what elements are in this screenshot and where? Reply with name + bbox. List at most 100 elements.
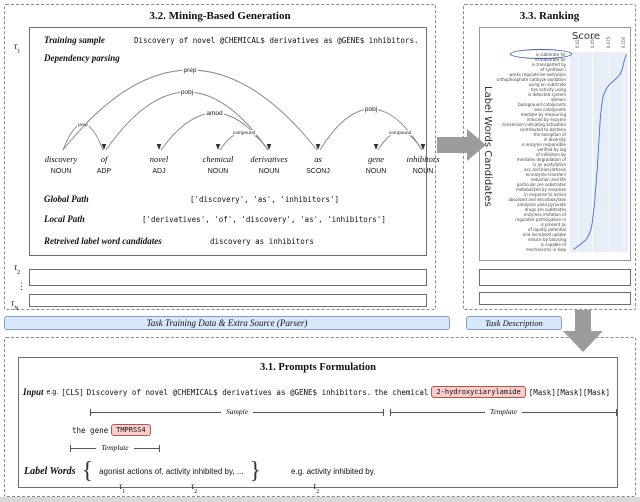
dependency-pos-tag: ADJ — [152, 168, 166, 175]
label-word-candidate: enzymes imitation of — [523, 212, 566, 217]
tau-1-under-set: τ1 — [119, 481, 126, 496]
label-word-candidate: using an substrate — [528, 82, 566, 87]
tau-2-under-set: τ2 — [191, 481, 198, 496]
dependency-arc-label: pobj — [365, 106, 377, 113]
page-bottom-strip — [0, 497, 640, 502]
close-brace: } — [249, 458, 262, 484]
label-word-candidate: works regulate be execution — [509, 72, 566, 77]
gene-template-row: the gene TMPRSS4 — [72, 424, 151, 436]
training-sample-text: Discovery of novel @CHEMICAL$ derivative… — [134, 36, 419, 45]
template-bracket-2-label: Template — [101, 443, 129, 452]
ranking-section-title: 3.3. Ranking — [519, 10, 580, 22]
dependency-arc-label: pobj — [181, 89, 193, 96]
retrieved-candidates-value: discovery as inhibitors — [210, 237, 314, 246]
label-word-candidate: drugs are substrates — [524, 207, 566, 212]
label-words-example: e.g. activity inhibited by. — [291, 466, 376, 476]
tau-n-marker: τN — [11, 298, 19, 313]
dependency-arc — [319, 108, 423, 151]
label-word-candidate: orthophosphate catalyze oxidation — [496, 77, 566, 82]
prompts-section-title: 3.1. Prompts Formulation — [260, 362, 376, 373]
label-word-candidate: mechanisms in loop — [526, 247, 566, 252]
chemical-entity-chip: 2-hydroxyciarylamide — [431, 386, 526, 398]
label-word-candidate: has activity using — [530, 87, 566, 92]
dependency-arc-label: compound — [389, 130, 412, 136]
task-training-data-bar-label: Task Training Data & Extra Source (Parse… — [146, 318, 308, 328]
dependency-word: as — [314, 154, 322, 164]
chart-x-tick-label: 0.075 — [606, 36, 612, 49]
arrow-down-icon — [563, 310, 603, 352]
input-label: Input — [23, 387, 44, 397]
dependency-arrowhead-icon — [215, 144, 221, 150]
task-description-bar: Task Description — [466, 316, 562, 330]
the-gene-text: the gene — [72, 425, 109, 435]
label-word-candidate: absorbed and decarboxylase — [508, 197, 566, 202]
dependency-arrowhead-icon — [373, 144, 379, 150]
mining-section-title: 3.2. Mining-Based Generation — [149, 10, 291, 22]
sample-bracket-label: Sample — [225, 407, 249, 416]
chart-plot-area — [570, 52, 628, 252]
prompt-input-row: Input e.g. [CLS] Discovery of novel @CHE… — [23, 386, 610, 398]
label-words-row: Label Words { agonist actions of, activi… — [24, 458, 375, 484]
chart-x-tick-label: 0.025 — [575, 36, 581, 49]
dependency-arrowhead-icon — [156, 144, 162, 150]
dependency-arc-label: prep — [78, 122, 88, 128]
training-sample-label: Training sample — [44, 35, 105, 45]
global-path-label: Global Path — [44, 194, 89, 204]
dependency-pos-tag: NOUN — [412, 168, 434, 175]
task-description-bar-label: Task Description — [485, 318, 543, 328]
label-word-candidate: reduction and life — [530, 177, 566, 182]
dependency-arrowhead-icon — [266, 144, 272, 150]
tau-2-under-example: τ2 — [313, 481, 320, 496]
label-word-candidate: induced by enzyme — [526, 117, 566, 122]
vertical-ellipsis: ⋮ — [17, 281, 26, 291]
label-word-candidate: is present as — [540, 222, 566, 227]
label-word-candidate: of substrate for — [535, 57, 566, 62]
label-word-candidate: one increased uptake — [522, 232, 566, 237]
dependency-word: inhibitors — [406, 154, 440, 164]
label-word-candidate: mediate by measuring — [520, 112, 566, 117]
label-word-candidate: reduce by blocking — [528, 237, 566, 242]
circled-top-candidate — [510, 49, 572, 59]
retrieved-candidates-label: Retreived label word candidates — [44, 236, 162, 246]
panel-mining-based-generation: 3.2. Mining-Based Generation τ1 Training… — [4, 4, 440, 313]
label-word-candidate: is an acetylation — [533, 162, 566, 167]
label-word-candidate: verified by log — [537, 147, 566, 152]
label-word-candidate: of rapidly potential — [528, 227, 566, 232]
label-word-candidate: regulated participation in — [515, 217, 566, 222]
label-word-candidate: of synthase i — [540, 67, 566, 72]
dependency-pos-tag: NOUN — [365, 168, 387, 175]
dependency-word: gene — [367, 154, 385, 164]
dependency-pos-tag: NOUN — [50, 168, 72, 175]
panel-prompts-formulation: 3.1. Prompts Formulation Input e.g. [CLS… — [4, 337, 636, 497]
label-word-candidate: is transported by — [531, 62, 566, 67]
label-word-candidate: mediates degradation of — [516, 157, 566, 162]
dependency-arc — [62, 123, 104, 151]
dependency-pos-tag: NOUN — [258, 168, 280, 175]
local-path-value: ['derivatives', 'of', 'discovery', 'as',… — [142, 215, 386, 224]
chart-x-tick-label: 0.050 — [589, 36, 595, 49]
eg-label: e.g. — [46, 388, 59, 396]
dependency-arc-label: prep — [183, 67, 196, 74]
label-word-candidate: is enzyme responsible — [521, 142, 567, 147]
label-word-candidate: contributed to bacteria — [519, 127, 566, 132]
dependency-arrowhead-icon — [315, 144, 321, 150]
label-word-candidate: particular are substrates — [516, 182, 566, 187]
input-sentence: Discovery of novel @CHEMICAL$ derivative… — [86, 387, 372, 397]
dependency-arc — [105, 91, 269, 151]
template-bracket-label: Template — [489, 407, 518, 416]
label-word-candidate: conversion indicating activation — [502, 122, 566, 127]
dependency-arc — [62, 69, 318, 151]
label-word-candidate: is detected system — [528, 92, 566, 97]
dependency-arc — [219, 131, 269, 151]
label-words-label: Label Words — [24, 465, 76, 477]
label-word-candidate: of inhibitors by — [536, 152, 566, 157]
arrow-right-icon — [437, 129, 486, 161]
label-word-candidate: in response to action — [524, 192, 566, 197]
dependency-word: discovery — [44, 154, 78, 164]
dependency-pos-tag: NOUN — [207, 168, 229, 175]
label-word-candidate: to enzyme transfers — [525, 172, 566, 177]
dependency-word: chemical — [202, 154, 234, 164]
